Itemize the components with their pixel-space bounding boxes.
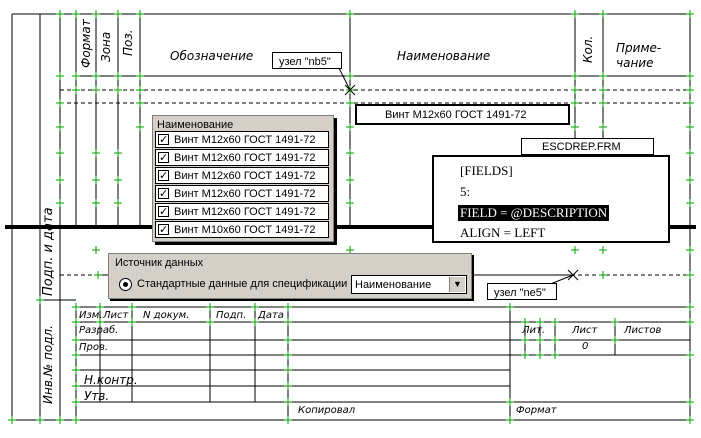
list-item[interactable]: ✓ Винт М10х60 ГОСТ 1491-72	[155, 221, 329, 238]
side-sign-date: Подп. и дата	[41, 207, 56, 296]
frm-code-panel: [FIELDS] 5: FIELD = @DESCRIPTION ALIGN =…	[432, 155, 670, 243]
checkbox-icon[interactable]: ✓	[158, 152, 169, 164]
header-format: Формат	[79, 19, 93, 68]
header-designation: Обозначение	[170, 49, 254, 63]
list-item-label: Винт М12х60 ГОСТ 1491-72	[174, 152, 316, 164]
header-note-2: чание	[616, 56, 654, 70]
stamp-utv: Утв.	[84, 389, 110, 403]
stamp-sheet: Лист	[572, 325, 598, 336]
stamp-nkontr: Н.контр.	[84, 373, 138, 387]
data-source-panel: Источник данных Стандартные данные для с…	[108, 253, 472, 299]
checkbox-icon[interactable]: ✓	[158, 206, 169, 218]
stamp-format: Формат	[516, 405, 557, 416]
code-line: ALIGN = LEFT	[460, 225, 546, 240]
source-field-select[interactable]: Наименование ▼	[351, 275, 467, 294]
header-note-1: Приме-	[616, 41, 662, 55]
stamp-prov: Пров.	[79, 342, 109, 353]
stamp-lit: Лит.	[522, 325, 546, 336]
list-item[interactable]: ✓ Винт М12х60 ГОСТ 1491-72	[155, 131, 329, 148]
source-field-value: Наименование	[355, 279, 432, 291]
source-option-label[interactable]: Стандартные данные для спецификации	[137, 278, 348, 290]
checkbox-icon[interactable]: ✓	[158, 224, 169, 236]
source-panel-title: Источник данных	[115, 257, 204, 269]
side-inv-no: Инв.№ подл.	[41, 325, 55, 404]
stamp-sheet-value: 0	[582, 341, 589, 352]
name-list-panel[interactable]: Наименование ✓ Винт М12х60 ГОСТ 1491-72 ✓ В…	[152, 115, 334, 242]
stamp-copied: Копировал	[298, 405, 356, 416]
stamp-izm: Изм.	[79, 310, 103, 321]
list-item[interactable]: ✓ Винт М12х60 ГОСТ 1491-72	[155, 203, 329, 220]
list-item[interactable]: ✓ Винт М12х60 ГОСТ 1491-72	[155, 167, 329, 184]
checkbox-icon[interactable]: ✓	[158, 170, 169, 182]
stamp-podp: Подп.	[216, 310, 247, 321]
list-item-label: Винт М10х60 ГОСТ 1491-72	[174, 224, 316, 236]
list-item-label: Винт М12х60 ГОСТ 1491-72	[174, 170, 316, 182]
list-item[interactable]: ✓ Винт М12х60 ГОСТ 1491-72	[155, 149, 329, 166]
checkbox-icon[interactable]: ✓	[158, 188, 169, 200]
field-preview: Винт М12х60 ГОСТ 1491-72	[355, 104, 570, 125]
header-name: Наименование	[397, 49, 491, 63]
triangle-down-icon[interactable]: ▼	[449, 277, 465, 292]
stamp-ndokum: N докум.	[143, 310, 190, 321]
stamp-sheets: Листов	[624, 325, 662, 336]
stamp-razrab: Разраб.	[79, 325, 119, 336]
node-cross-icon	[337, 65, 579, 286]
header-qty: Кол.	[581, 35, 595, 63]
list-item-label: Винт М12х60 ГОСТ 1491-72	[174, 206, 316, 218]
node-label-top: узел "nb5"	[272, 52, 342, 69]
node-label-bottom: узел "ne5"	[487, 283, 557, 300]
code-line: 5:	[460, 184, 471, 199]
frm-file-tab[interactable]: ESCDREP.FRM	[521, 138, 654, 155]
stamp-list: Лист	[103, 310, 129, 321]
header-zone: Зона	[99, 31, 113, 62]
stamp-data: Дата	[258, 310, 284, 321]
list-item-label: Винт М12х60 ГОСТ 1491-72	[174, 188, 316, 200]
list-item-label: Винт М12х60 ГОСТ 1491-72	[174, 134, 316, 146]
source-radio[interactable]	[119, 278, 132, 291]
list-panel-title: Наименование	[157, 119, 234, 131]
checkbox-icon[interactable]: ✓	[158, 134, 169, 146]
code-line: [FIELDS]	[460, 163, 513, 178]
header-pos: Поз.	[121, 29, 135, 56]
code-line-highlighted: FIELD = @DESCRIPTION	[458, 205, 610, 221]
list-item[interactable]: ✓ Винт М12х60 ГОСТ 1491-72	[155, 185, 329, 202]
